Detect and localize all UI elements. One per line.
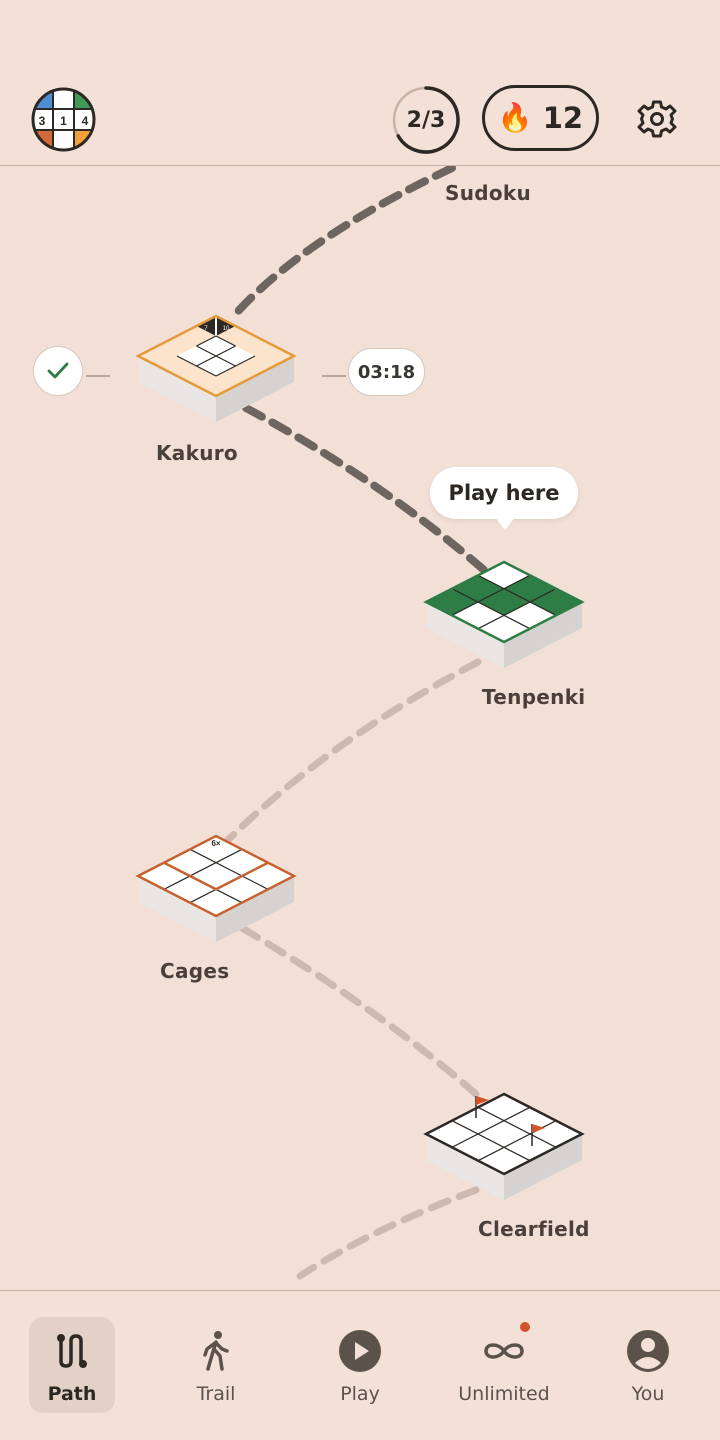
streak-count: 12 (542, 101, 584, 135)
tenpenki-tile[interactable] (423, 560, 585, 668)
tab-label: Play (340, 1383, 380, 1405)
path-icon (57, 1334, 87, 1368)
infinity-icon (484, 1343, 524, 1359)
kakuro-tile[interactable]: 7 10 (135, 314, 297, 422)
flame-icon: 🔥 (497, 101, 533, 134)
gear-icon[interactable] (636, 98, 678, 140)
checkmark-icon (47, 362, 69, 379)
tab-label: Unlimited (458, 1383, 550, 1405)
app-logo-icon[interactable]: 3 1 4 (31, 87, 96, 152)
tab-label: You (631, 1383, 665, 1405)
profile-icon (627, 1330, 669, 1372)
flag-icon (531, 1124, 545, 1146)
cages-tile[interactable]: 6× (135, 834, 297, 942)
cages-label[interactable]: Cages (160, 959, 230, 983)
kakuro-label[interactable]: Kakuro (156, 441, 238, 465)
tenpenki-label[interactable]: Tenpenki (482, 685, 586, 709)
play-here-callout[interactable]: Play here (430, 467, 578, 519)
logo-digit: 4 (82, 114, 89, 128)
play-circle-icon (339, 1330, 381, 1372)
streak-badge[interactable]: 🔥 12 (482, 85, 599, 151)
tab-path[interactable]: Path (29, 1317, 115, 1413)
tab-label: Path (47, 1383, 97, 1405)
callout-tail (494, 516, 516, 530)
daily-progress-ring[interactable] (391, 85, 461, 155)
completed-badge (33, 346, 83, 396)
completion-time-badge: 03:18 (348, 348, 425, 396)
bottom-tab-bar: Path Trail Play Unlimited You (0, 1290, 720, 1440)
tab-label: Trail (196, 1383, 236, 1405)
trail-segment-locked (296, 1186, 480, 1280)
notification-dot (520, 1322, 530, 1332)
flag-icon (475, 1096, 489, 1118)
trail-segment-done (228, 166, 456, 322)
logo-digit: 3 (39, 114, 46, 128)
top-bar: 3 1 4 2/3 🔥 12 (0, 0, 720, 166)
trail-segment-locked (224, 658, 482, 844)
sudoku-label[interactable]: Sudoku (445, 181, 532, 205)
cage-clue: 6× (211, 839, 220, 848)
kakuro-clue: 10 (223, 326, 230, 332)
tab-unlimited[interactable]: Unlimited (454, 1317, 554, 1413)
walking-person-icon (203, 1331, 229, 1371)
logo-digit: 1 (60, 114, 67, 128)
trail-segment-done (242, 404, 488, 574)
daily-progress-text: 2/3 (406, 107, 446, 133)
tab-play[interactable]: Play (317, 1317, 403, 1413)
tab-trail[interactable]: Trail (173, 1317, 259, 1413)
puzzle-path: 7 10 (0, 166, 720, 1290)
clearfield-tile[interactable] (423, 1092, 585, 1200)
clearfield-label[interactable]: Clearfield (478, 1217, 590, 1241)
trail-segment-locked (238, 924, 480, 1098)
tab-you[interactable]: You (605, 1317, 691, 1413)
kakuro-clue: 7 (204, 326, 208, 332)
